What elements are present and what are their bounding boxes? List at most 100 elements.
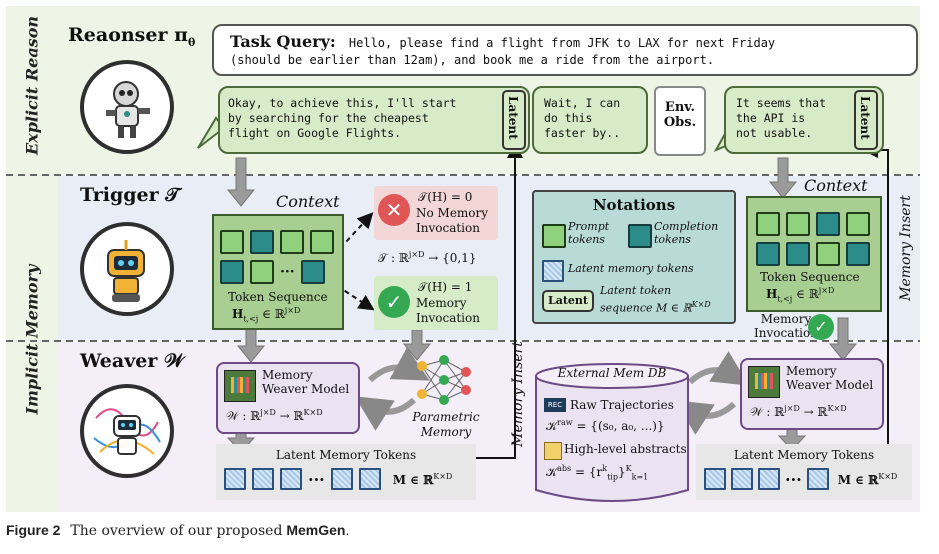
invoke-formula: 𝒯(H) = 1 xyxy=(418,280,473,294)
task-query-line2: (should be earlier than 12am), and book … xyxy=(230,53,715,67)
notations-title: Notations xyxy=(592,196,676,214)
memory-insert-label-left: Memory Insert xyxy=(510,341,526,447)
check-icon: ✓ xyxy=(808,314,834,340)
right-token-row-2 xyxy=(756,242,870,266)
cross-icon: ✕ xyxy=(378,194,410,226)
context-block-right: Token Sequence Ht,<j ∈ ℝj×D xyxy=(746,196,882,312)
parametric-memory-label: Parametric Memory xyxy=(404,410,488,440)
abs-range-sup: K xyxy=(625,464,632,473)
right-invoke-line2: Invocation xyxy=(754,326,818,340)
context-label-right: Context xyxy=(804,176,868,195)
abs-formula-sup: abs xyxy=(557,464,572,473)
latent-token xyxy=(224,468,246,490)
m-formula-left: M ∈ ℝK×D xyxy=(393,472,453,487)
prompt-token xyxy=(280,230,304,254)
raw-trajectories-label: Raw Trajectories xyxy=(570,398,674,412)
raw-formula-sup: raw xyxy=(557,418,573,427)
external-db-title: External Mem DB xyxy=(557,366,667,380)
right-invocation-text: Memory Invocation xyxy=(744,312,828,340)
trigger-map-sup: j×D xyxy=(408,250,425,259)
abs-formula-tail: = {r xyxy=(574,465,603,479)
weaver-map-head-right: 𝒲 : ℝ xyxy=(750,405,785,419)
weaver-model-text-right: Memory Weaver Model xyxy=(786,364,873,392)
prompt-legend-line1: Prompt xyxy=(568,220,610,233)
trigger-title: Trigger 𝒯 xyxy=(80,184,180,206)
parametric-line1: Parametric xyxy=(412,410,480,424)
latent-token xyxy=(252,468,274,490)
prompt-token xyxy=(816,242,840,266)
latent-tokens-strip-right: Latent Memory Tokens ··· M ∈ ℝK×D xyxy=(696,444,912,500)
task-query-line1-row: Task Query: Hello, please find a flight … xyxy=(230,32,775,51)
weaver-map-right: 𝒲 : ℝj×D → ℝK×D xyxy=(750,404,847,420)
latent-token-legend xyxy=(542,260,564,282)
weaver-map-left: 𝒲 : ℝj×D → ℝK×D xyxy=(226,408,323,424)
weaver-map-sup1-left: j×D xyxy=(260,408,276,417)
check-icon: ✓ xyxy=(378,286,410,318)
sidebar-background xyxy=(6,6,58,512)
invoke-line2: Invocation xyxy=(416,311,480,325)
latent-tag-legend: Latent xyxy=(542,290,594,312)
completion-token xyxy=(756,242,780,266)
bubble3-line3: not usable. xyxy=(736,126,813,140)
abs-formula: 𝒦abs = {rktip}Kk=1 xyxy=(546,464,648,481)
h-superscript-right: j×D xyxy=(818,286,835,295)
prompt-token xyxy=(846,212,870,236)
invoke-line1: Memory xyxy=(416,296,467,310)
reasoning-bubble-1: Okay, to achieve this, I'll start by sea… xyxy=(218,86,530,154)
caption-name: MemGen xyxy=(286,522,346,538)
notations-box: Notations Prompt tokens Completion token… xyxy=(532,190,736,324)
reasoner-subscript: θ xyxy=(188,35,196,49)
robot-avatar xyxy=(80,60,174,154)
latent-token xyxy=(280,468,302,490)
abstracts-label: High-level abstracts xyxy=(564,442,687,456)
completion-legend-text: Completion tokens xyxy=(654,220,718,246)
latent-seq-legend: Latent token sequence M ∈ ℝK×D xyxy=(600,284,711,316)
task-query-label: Task Query: xyxy=(230,32,336,51)
right-token-row-1 xyxy=(756,212,870,236)
bubble2-line2: do this xyxy=(544,111,593,125)
completion-token xyxy=(846,242,870,266)
prompt-token xyxy=(756,212,780,236)
completion-token xyxy=(816,212,840,236)
model-chip-icon xyxy=(748,366,780,398)
env-obs-line1: Env. xyxy=(664,100,696,115)
bubble3-line1: It seems that xyxy=(736,96,827,110)
bubble2-text: Wait, I can do this faster by.. xyxy=(544,96,620,141)
weaver-model-line2-right: Weaver Model xyxy=(786,378,874,392)
weaver-model-line1-left: Memory xyxy=(262,368,313,382)
completion-token xyxy=(786,242,810,266)
latent-tokens-label-right: Latent Memory Tokens xyxy=(733,448,875,462)
bubble2-line3: faster by.. xyxy=(544,126,621,140)
trigger-map-head: 𝒯 : ℝ xyxy=(378,251,409,265)
bubble1-line3: flight on Google Flights. xyxy=(228,126,402,140)
no-invoke-line1: No Memory xyxy=(416,206,489,220)
completion-token-legend xyxy=(628,224,652,248)
weaver-model-text-left: Memory Weaver Model xyxy=(262,368,349,396)
latent-seq-line2: sequence M ∈ ℝ xyxy=(600,301,692,315)
weaver-map-sup2-left: K×D xyxy=(303,408,323,417)
m-sup-right: K×D xyxy=(878,471,898,481)
model-chip-icon xyxy=(224,370,256,402)
h-subscript-right: t,<j xyxy=(777,294,793,304)
caption-fig: Figure 2 xyxy=(6,522,61,538)
m-formula-right-text: M ∈ ℝ xyxy=(837,472,879,487)
latent-seq-sup: K×D xyxy=(691,300,711,309)
rec-icon: REC xyxy=(544,398,566,412)
token-sequence-label: Token Sequence xyxy=(228,290,328,304)
robot-icon xyxy=(93,408,161,455)
memory-insert-label-right: Memory Insert xyxy=(898,195,914,301)
prompt-legend-line2: tokens xyxy=(568,233,605,246)
latent-dots-right: ··· xyxy=(785,469,802,489)
env-obs-box: Env. Obs. xyxy=(654,86,706,156)
bubble3-line2: the API is xyxy=(736,111,806,125)
latent-pill-1-label: Latent xyxy=(506,96,520,140)
external-db-cylinder xyxy=(535,363,689,502)
abs-tail-sub: tip xyxy=(607,472,618,482)
implicit-memory-label: Implicit Memory xyxy=(22,264,42,415)
latent-pill-2: Latent xyxy=(854,90,878,150)
latent-tokens-strip-left: Latent Memory Tokens ··· M ∈ ℝK×D xyxy=(216,444,476,500)
caption-period: . xyxy=(345,522,350,538)
context-label-left: Context xyxy=(276,192,340,211)
raw-formula: 𝒦raw = {(s₀, a₀, ...)} xyxy=(546,418,665,434)
h-formula-right: Ht,<j ∈ ℝj×D xyxy=(766,286,834,303)
